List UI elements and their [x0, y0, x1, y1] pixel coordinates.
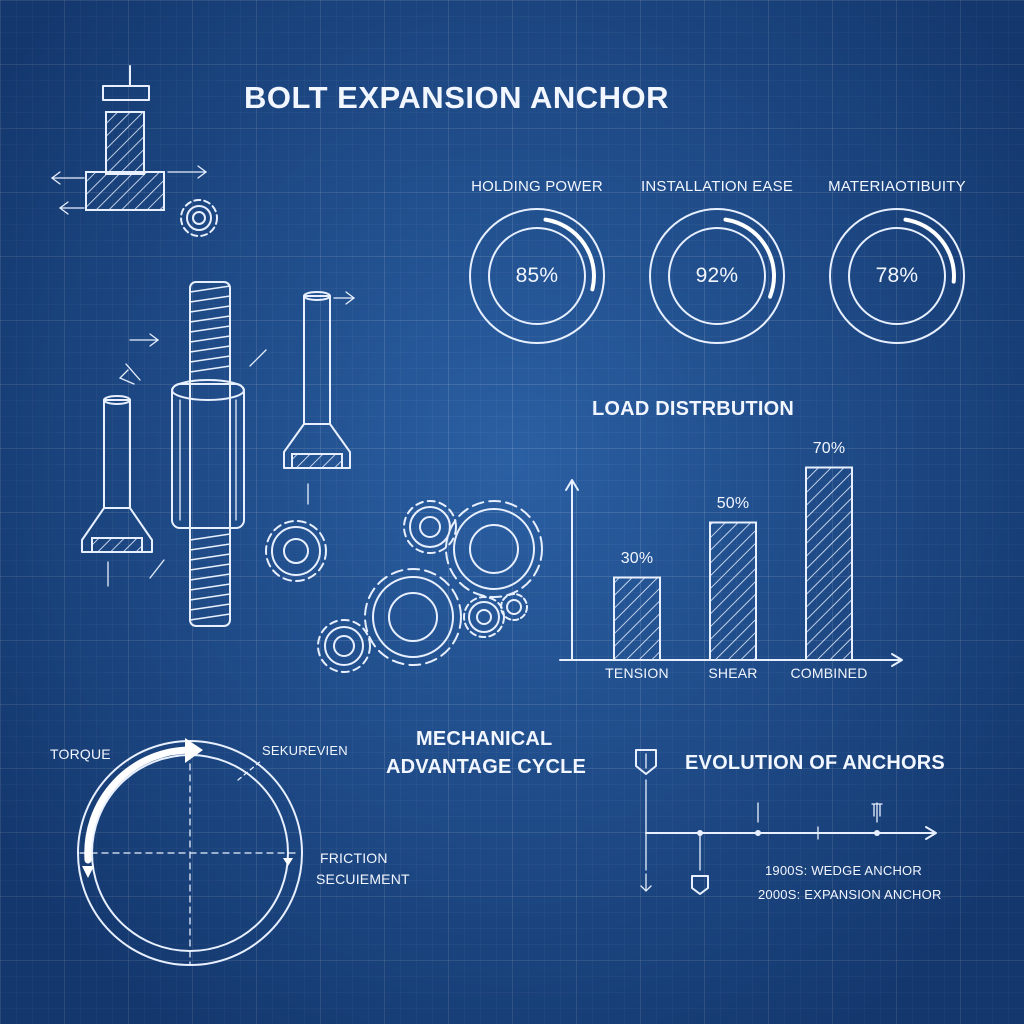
bar-value-label: 30% [620, 549, 654, 567]
anchor-sleeve-icon [249, 291, 356, 505]
evolution-entry: 2000s: EXPANSION ANCHOR [758, 887, 942, 902]
gauge-value-materiaotibuity: 78% [875, 264, 919, 287]
chart-title: LOAD DISTRBUTION [592, 398, 795, 420]
anchor-pin-icon [635, 749, 657, 775]
cycle-title-line1: MECHANICAL [416, 728, 553, 750]
bar-tension [613, 576, 661, 661]
gauge-materiaotibuity [829, 208, 965, 344]
category-label: COMBINED [790, 665, 868, 681]
bar-combined [805, 466, 853, 661]
evolution-entry: 1900s: WEDGE ANCHOR [765, 863, 922, 878]
cycle-label-friction: FRICTION [320, 850, 388, 866]
cycle-label-top-right: SEKUREVIEN [262, 743, 348, 758]
evolution-title: EVOLUTION OF ANCHORS [685, 752, 945, 774]
bar-value-label: 70% [812, 439, 846, 457]
cycle-title-line2: ADVANTAGE CYCLE [386, 756, 587, 778]
gauge-label-installation-ease: INSTALLATION EASE [640, 178, 794, 195]
cycle-label-securement: SECUIEMENT [316, 871, 410, 887]
bar-shear [709, 521, 757, 661]
threaded-bolt-icon [171, 281, 245, 627]
cycle-diagram [77, 738, 303, 966]
gear-icon [180, 199, 218, 237]
gauge-label-holding-power: HOLDING POWER [471, 178, 603, 195]
anchor-section-icon [50, 65, 208, 215]
anchor-pin-icon [871, 803, 883, 817]
timeline [635, 749, 937, 895]
bar-value-label: 50% [716, 494, 750, 512]
gauge-label-materiaotibuity: MATERIAOTIBUITY [828, 178, 966, 195]
torque-arrow-icon [84, 746, 196, 864]
gauge-value-installation-ease: 92% [695, 264, 739, 287]
anchor-sleeve-icon [81, 333, 165, 587]
category-label: SHEAR [708, 665, 758, 681]
gauge-value-holding-power: 85% [515, 264, 559, 287]
cycle-label-torque: TORQUE [50, 746, 111, 762]
category-label: TENSION [605, 665, 669, 681]
anchor-pin-icon [691, 875, 709, 895]
gauge-holding-power [469, 208, 605, 344]
gauge-installation-ease [649, 208, 785, 344]
anchor-pin-icon [640, 873, 652, 892]
page-title: BOLT EXPANSION ANCHOR [244, 80, 669, 115]
chart-bars [613, 466, 853, 661]
gear-cluster-icon [265, 500, 543, 673]
